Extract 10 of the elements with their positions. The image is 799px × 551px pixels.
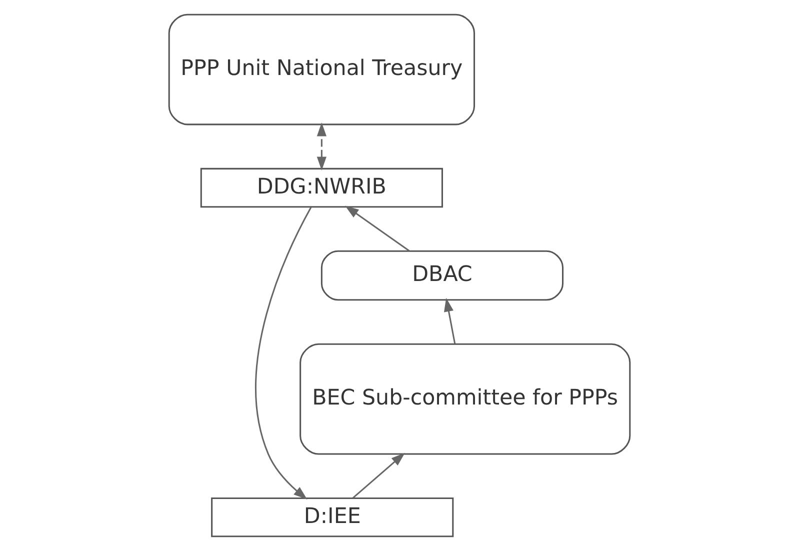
arrow: [345, 206, 410, 252]
node-box: DDG:NWRIB: [200, 168, 443, 208]
node-box: PPP Unit National Treasury: [168, 14, 476, 126]
node-box: BEC Sub-committee for PPPs: [300, 343, 631, 455]
node-box: DBAC: [320, 250, 564, 301]
arrow: [255, 207, 312, 500]
node-box: D:IEE: [211, 498, 454, 538]
arrow: [444, 298, 456, 344]
arrow: [352, 452, 405, 498]
arrow: [316, 122, 326, 171]
